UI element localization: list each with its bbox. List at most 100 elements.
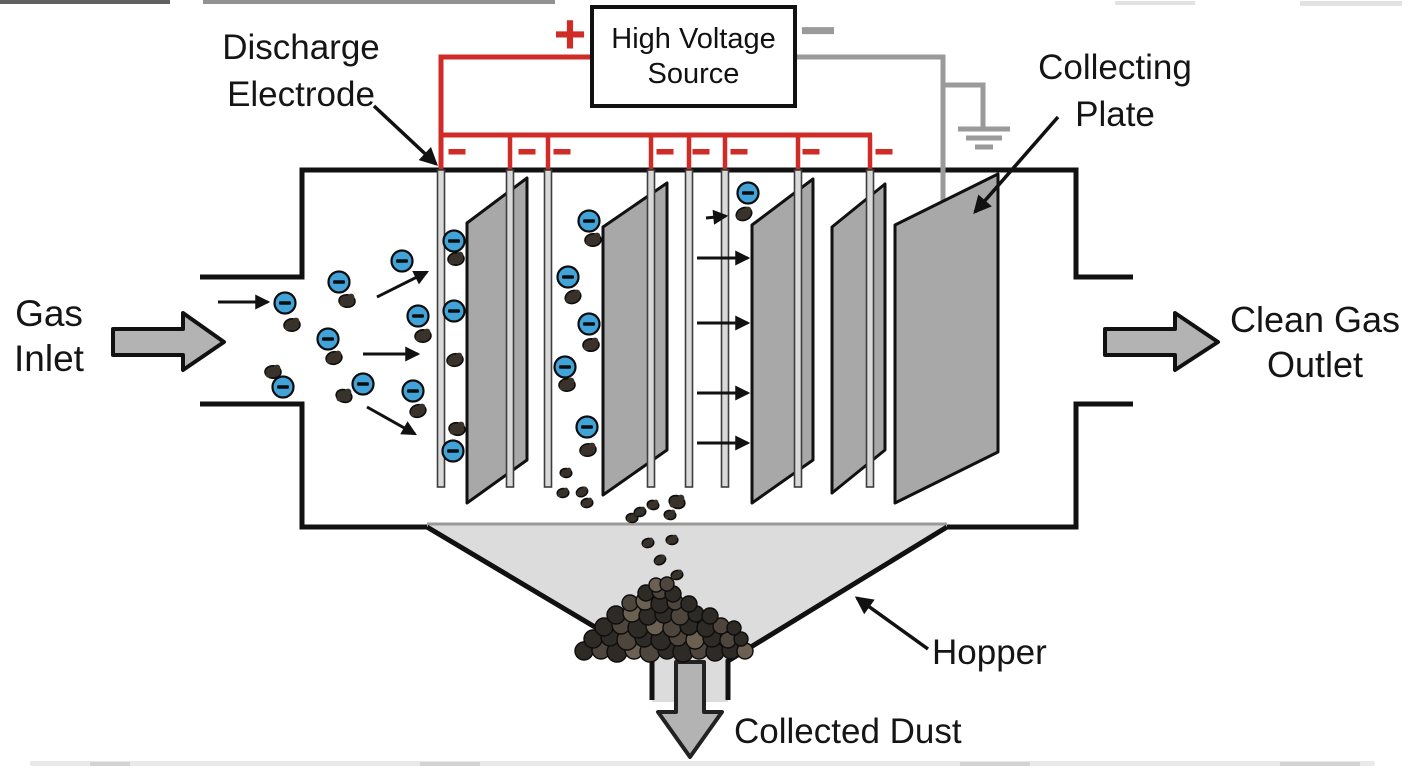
chamber-lower-right-wall — [947, 401, 1133, 530]
dust-particle — [735, 206, 753, 222]
discharge-electrode-rod — [865, 169, 875, 488]
dust-pile-pebble — [701, 607, 719, 625]
negative-terminal-sign: − — [799, 0, 837, 66]
dust-pile-pebble — [680, 595, 698, 613]
bus-minus-mark — [656, 149, 674, 155]
dust-particle — [283, 317, 301, 333]
hopper-right-wall — [725, 524, 949, 700]
label-arrows-group — [372, 104, 1060, 651]
clean-gas-outlet-arrow — [1103, 311, 1220, 372]
discharge-electrode-rod — [684, 169, 694, 488]
collected-dust-arrow — [656, 660, 724, 759]
discharge-electrode-label: Discharge Electrode — [200, 24, 402, 118]
dust-group — [264, 206, 753, 581]
electrodes-group — [436, 169, 875, 488]
dust-particle — [668, 494, 686, 510]
bus-minus-mark — [553, 149, 571, 155]
clean-gas-outlet-label-line1: Clean Gas — [1229, 299, 1401, 340]
discharge-electrode-rod — [720, 169, 730, 488]
gas-inlet-label: Gas Inlet — [0, 291, 98, 381]
bus-minus-mark — [730, 149, 748, 155]
gas-flow-arrow — [705, 209, 729, 225]
negative-ion — [327, 270, 351, 294]
chamber-lower-left-wall — [200, 401, 427, 530]
gas-inlet-label-line1: Gas — [15, 293, 83, 334]
negative-ion — [556, 265, 580, 289]
negative-ion — [273, 291, 297, 315]
discharge-electrode-pointer — [372, 104, 438, 166]
bus-minus-mark — [692, 149, 710, 155]
dust-particle — [414, 328, 432, 344]
red-bus-drops — [438, 135, 873, 169]
bus-minus-mark — [448, 149, 466, 155]
hopper-pointer — [854, 596, 930, 651]
dust-particle — [264, 364, 282, 380]
collecting-plate-label: Collecting Plate — [1026, 44, 1204, 138]
red-bus-minus-signs — [448, 149, 893, 155]
negative-ion — [442, 299, 466, 323]
dust-pile-pebble — [726, 620, 742, 636]
gas-flow-arrow — [366, 405, 417, 436]
dust-particle — [584, 232, 602, 248]
gas-inlet-arrow — [111, 311, 226, 372]
bus-minus-mark — [875, 149, 893, 155]
negative-ion — [316, 327, 340, 351]
dust-pile-pebble — [606, 605, 626, 625]
dust-particle — [582, 337, 600, 353]
collecting-plate-pointer — [973, 115, 1060, 215]
falling-dust-particle — [641, 537, 655, 549]
negative-ion — [441, 439, 465, 463]
negative-ion — [271, 375, 295, 399]
negative-ion — [577, 209, 601, 233]
discharge-electrode-rod — [793, 169, 803, 488]
falling-dust-particle — [559, 467, 573, 479]
hopper-label: Hopper — [932, 633, 1047, 672]
dust-particle — [579, 442, 597, 458]
collected-dust-label: Collected Dust — [734, 712, 962, 751]
negative-ion — [401, 379, 425, 403]
clean-gas-outlet-label: Clean Gas Outlet — [1222, 297, 1408, 387]
collecting-plate — [750, 177, 815, 505]
discharge-electrode-rod — [543, 169, 553, 488]
dust-particle — [335, 388, 353, 404]
pile-group — [574, 576, 754, 663]
high-voltage-source-line2: Source — [647, 57, 740, 90]
dust-particle — [448, 421, 466, 437]
negative-ion — [575, 415, 599, 439]
dust-particle — [325, 350, 343, 366]
negative-ion — [736, 181, 760, 205]
dust-pile-pebble — [733, 631, 749, 647]
dust-particle — [409, 403, 427, 419]
negative-ion — [390, 249, 414, 273]
discharge-electrode-rod — [436, 169, 446, 488]
positive-terminal-sign: + — [553, 1, 587, 65]
dust-particle — [446, 352, 464, 368]
dust-particle — [558, 377, 576, 393]
gas-inlet-label-line2: Inlet — [14, 338, 84, 379]
ions-group — [271, 181, 760, 463]
falling-dust-particle — [670, 569, 684, 581]
gray-circuit — [795, 54, 1010, 203]
collecting-plate — [465, 176, 529, 505]
ground-symbol-icon — [958, 126, 1010, 150]
falling-dust-particle — [633, 506, 647, 518]
dust-pile-pebble — [659, 576, 675, 592]
gray-ground-branch — [943, 82, 986, 127]
high-voltage-source-line1: High Voltage — [611, 22, 776, 55]
collecting-plate — [830, 182, 887, 495]
dust-particle — [564, 289, 582, 305]
falling-dust-particle — [646, 499, 660, 511]
high-voltage-source-box — [590, 5, 797, 108]
falling-dust-particle — [653, 554, 667, 566]
collecting-plate-label-line1: Collecting — [1038, 48, 1192, 87]
dust-particle — [338, 293, 356, 309]
bus-minus-mark — [802, 149, 820, 155]
collecting-plate-label-line2: Plate — [1075, 95, 1155, 134]
red-feed-wire — [438, 54, 592, 168]
falling-dust-particle — [665, 534, 679, 546]
falling-dust-particle — [663, 509, 677, 521]
discharge-electrode-label-line2: Electrode — [227, 75, 375, 114]
